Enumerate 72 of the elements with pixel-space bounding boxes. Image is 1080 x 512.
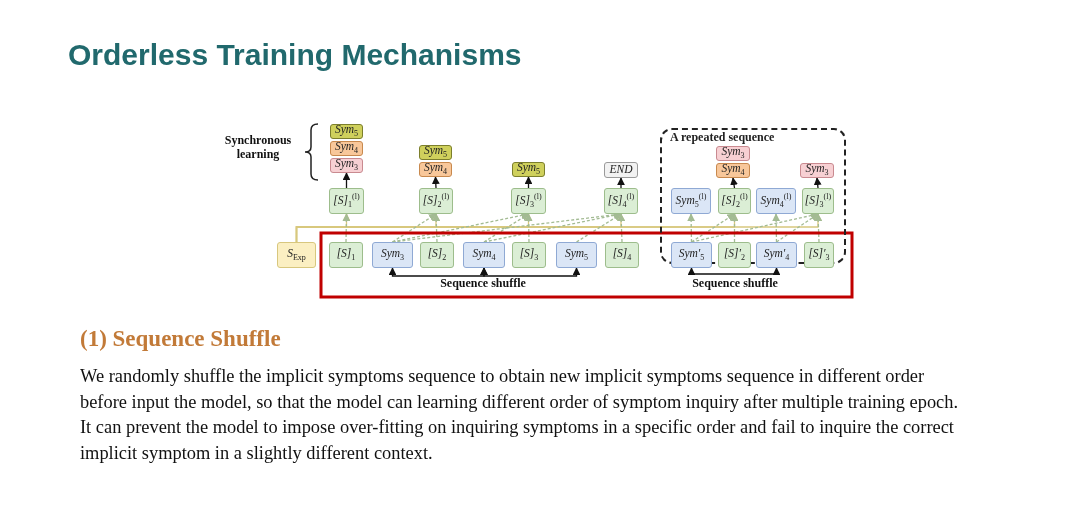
end-box	[604, 162, 638, 178]
side-label: Synchronous learning	[223, 134, 293, 162]
token-label: [S]$_{2}$	[427, 247, 447, 263]
state-box	[804, 242, 834, 268]
symptom-token-box	[756, 242, 797, 268]
region-title: A repeated sequence	[670, 131, 775, 143]
state-box	[329, 242, 363, 268]
token-label: [S]′$_{3}$	[808, 247, 830, 263]
arrow	[524, 176, 533, 189]
bracket-label: Sequence shuffle	[691, 277, 779, 291]
dashed-arrow	[772, 213, 780, 243]
symptom-box	[419, 162, 452, 177]
token-label: Sym$_{5}$	[516, 162, 541, 177]
token-label: END	[609, 164, 633, 176]
dashed-arrow	[524, 213, 533, 243]
token-label: Sym$_{3}$	[721, 146, 745, 161]
symptom-box	[330, 124, 363, 139]
arrow	[617, 177, 625, 189]
shuffle-arrow	[480, 267, 581, 277]
token-label: [S]$_{4}$	[612, 247, 632, 263]
dashed-arrow	[391, 213, 437, 243]
slide-title: Orderless Training Mechanisms	[68, 38, 522, 72]
token-label: [S]′$_{2}$	[723, 247, 746, 263]
token-label: [S]$_{1}$	[336, 247, 356, 263]
token-label: S$_{Exp}$	[287, 247, 306, 263]
symptom-token-box	[671, 242, 712, 268]
token-label: Sym$_{5}$	[423, 145, 448, 160]
dashed-arrow	[690, 213, 736, 243]
dashed-arrow	[814, 213, 823, 243]
explicit-box	[277, 242, 316, 268]
dashed-arrow	[575, 213, 622, 243]
symptom-box	[419, 145, 452, 160]
token-label: Sym$_{4}$	[472, 247, 496, 263]
token-label: [S]$_{3}$	[519, 247, 539, 263]
token-label: Sym$_{3}$	[805, 163, 829, 178]
symptom-token-box	[556, 242, 597, 268]
symptom-token-box	[372, 242, 413, 268]
symptom-token-box	[463, 242, 505, 268]
token-label: Sym$_{5}$	[334, 124, 359, 139]
arrow	[813, 177, 822, 189]
symptom-box	[330, 158, 363, 173]
arrow	[431, 176, 440, 189]
state-box	[512, 242, 546, 268]
arrow	[342, 172, 351, 189]
token-label: Sym$_{5}$	[564, 247, 589, 263]
token-label: Sym$_{4}$	[334, 141, 359, 156]
symptom-box	[512, 162, 545, 177]
body-paragraph: We randomly shuffle the implicit symptoms sequence to obtain new implicit symptoms sequence in different order before input the model, so that the model can learning different order of symptom inquiry after multiple training epoch. It can prevent the model to impose over-fitting on inquiring symptoms in a specific order and fail to inquire the correct implicit symptom in a slightly different context.	[80, 365, 960, 465]
state-box	[718, 242, 751, 268]
token-label: Sym$_{3}$	[334, 158, 359, 173]
dashed-arrow	[687, 213, 695, 243]
token-label: Sym$_{3}$	[380, 247, 405, 263]
symptom-box	[716, 146, 750, 161]
dashed-arrow	[730, 213, 739, 243]
state-box	[420, 242, 454, 268]
arrow	[730, 177, 738, 189]
symptom-box	[330, 141, 363, 156]
dashed-arrow	[775, 213, 819, 243]
dashed-arrow	[617, 213, 626, 243]
state-box	[605, 242, 639, 268]
token-label: Sym′$_{4}$	[763, 247, 790, 263]
dashed-arrow	[342, 213, 351, 243]
bracket-label: Sequence shuffle	[439, 277, 527, 291]
section-heading: (1) Sequence Shuffle	[80, 326, 282, 353]
symptom-box	[716, 163, 750, 178]
token-label: Sym$_{4}$	[423, 162, 448, 177]
shuffle-arrow	[687, 267, 781, 275]
token-label: Sym$_{4}$	[721, 163, 745, 178]
symptom-box	[800, 163, 834, 178]
token-label: Sym′$_{5}$	[678, 247, 705, 263]
dashed-arrow	[432, 213, 441, 243]
dashed-arrow	[483, 213, 530, 243]
